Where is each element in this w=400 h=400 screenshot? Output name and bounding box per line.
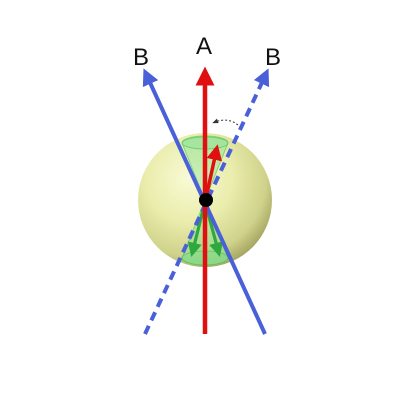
curved-dashed-arrow-icon xyxy=(212,118,239,126)
label-axis-b-right: B xyxy=(265,44,281,71)
center-point xyxy=(199,193,213,207)
red-tilted-vector xyxy=(204,144,223,199)
label-axis-a: A xyxy=(196,33,212,60)
label-axis-b-left: B xyxy=(133,44,149,71)
